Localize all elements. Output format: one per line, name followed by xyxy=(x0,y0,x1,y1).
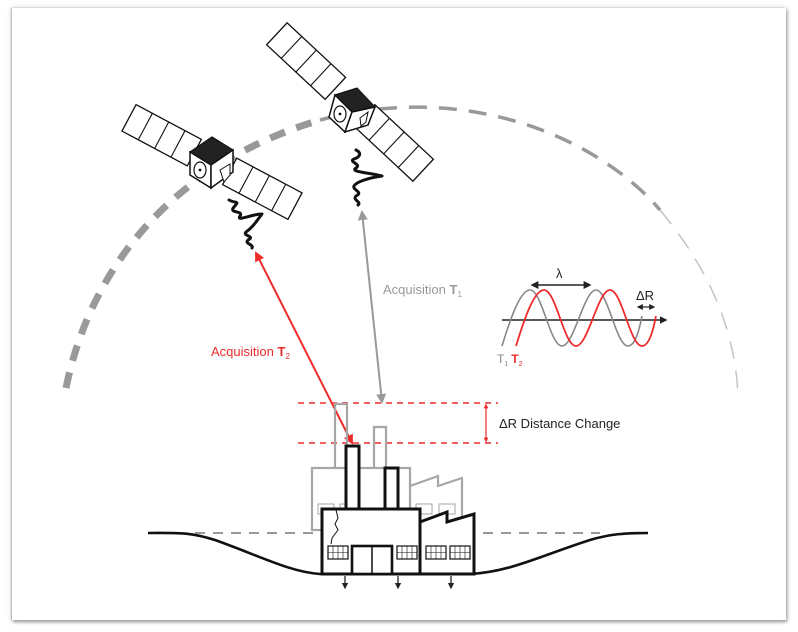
solar-panel-right xyxy=(221,157,303,221)
satellite-t2 xyxy=(121,103,303,221)
solar-panel-left xyxy=(265,21,347,101)
acquisition-t2-label: Acquisition T2 xyxy=(211,344,290,361)
orbit-arc-thin xyxy=(659,209,739,396)
window xyxy=(327,545,349,560)
signal-wave-t1 xyxy=(351,148,384,207)
wall-crack xyxy=(330,509,339,545)
acquisition-t1-ray xyxy=(357,210,387,404)
satellite-t1 xyxy=(265,21,435,183)
factory-annex xyxy=(418,509,476,576)
window xyxy=(396,545,418,560)
wave-t2 xyxy=(515,289,657,347)
acquisition-t1-label: Acquisition T1 xyxy=(383,282,462,299)
distance-change-label: ΔR Distance Change xyxy=(499,416,620,431)
delta-r-label: ΔR xyxy=(636,288,654,303)
signal-wave-t2 xyxy=(227,198,264,250)
factory-windows xyxy=(327,545,471,560)
chimney-short xyxy=(383,466,400,512)
window xyxy=(449,545,471,560)
subsidence-arrows xyxy=(341,576,455,590)
distance-change-indicator: ΔR Distance Change xyxy=(298,402,620,444)
window xyxy=(425,545,447,560)
wavelength-label: λ xyxy=(556,266,563,281)
wave-t1 xyxy=(501,289,643,347)
orbit-arc-medium xyxy=(319,105,662,212)
orbit-path xyxy=(62,105,739,396)
satellite-t1-body xyxy=(328,87,377,134)
satellite-t2-body xyxy=(188,136,235,190)
chimney-tall xyxy=(344,444,361,512)
sensor-lens-icon xyxy=(193,161,207,179)
sensor-lens-icon xyxy=(333,105,347,123)
orbit-arc-thick xyxy=(62,116,322,389)
